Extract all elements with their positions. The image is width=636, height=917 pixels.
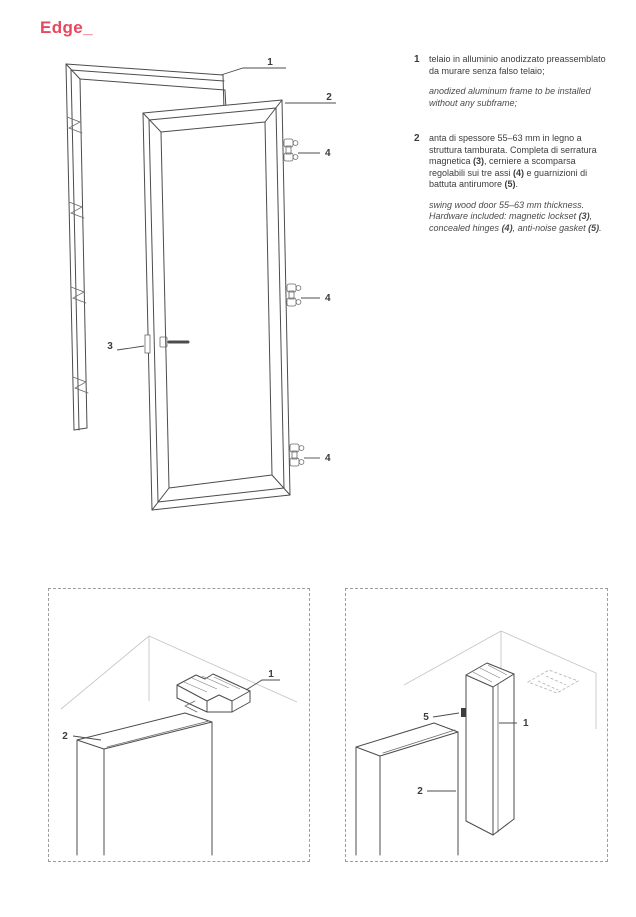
page-title: Edge_ bbox=[40, 18, 94, 37]
callout-door: 2 bbox=[417, 786, 423, 797]
hinge-bottom bbox=[289, 443, 305, 467]
lockset-handle-drawing bbox=[144, 334, 190, 354]
door-assembly-drawing: 1 2 3 4 4 4 bbox=[65, 57, 336, 511]
note-1-text-italian: telaio in alluminio anodizzato preassemb… bbox=[429, 54, 606, 76]
note-2: 2 anta di spessore 55–63 mm in legno a s… bbox=[414, 133, 606, 243]
note-1-text-english: anodized aluminum frame to be installed … bbox=[429, 86, 591, 108]
text-segment: . bbox=[515, 179, 519, 189]
door-leaf-section bbox=[76, 712, 213, 856]
note-2-number: 2 bbox=[414, 133, 420, 144]
callout-hinge-middle: 4 bbox=[325, 293, 331, 304]
text-segment: e guarnizioni di battuta antirumore bbox=[429, 167, 588, 190]
detail-left-box: 2 1 bbox=[48, 588, 310, 862]
note-2-text-english: swing wood door 55–63 mm thickness. Hard… bbox=[429, 200, 606, 235]
wall-anchor-marks bbox=[66, 116, 89, 394]
construction-lines bbox=[60, 635, 298, 710]
detail-right-box: 5 1 2 bbox=[345, 588, 608, 862]
note-1: 1 telaio in alluminio anodizzato preasse… bbox=[414, 54, 606, 118]
detail-left-callouts: 2 1 bbox=[62, 669, 280, 742]
note-1-number: 1 bbox=[414, 54, 420, 65]
bold-ref-5: (5) bbox=[588, 222, 600, 233]
bold-ref-4: (4) bbox=[501, 222, 513, 233]
door-leaf-section bbox=[355, 722, 459, 856]
notes-column: 1 telaio in alluminio anodizzato preasse… bbox=[414, 54, 606, 258]
callout-lock: 3 bbox=[107, 341, 113, 352]
callout-hinge-top: 4 bbox=[325, 148, 331, 159]
counter-profile-ghost bbox=[526, 669, 580, 694]
text-segment: anta di spessore 55–63 mm in legno a str… bbox=[429, 133, 597, 166]
main-callouts: 1 2 3 4 4 4 bbox=[107, 57, 336, 464]
callout-frame: 1 bbox=[268, 669, 274, 680]
frame-profile-vertical bbox=[465, 662, 515, 836]
note-2-text-italian: anta di spessore 55–63 mm in legno a str… bbox=[429, 133, 606, 191]
anti-noise-gasket bbox=[461, 708, 466, 717]
construction-lines bbox=[403, 630, 597, 729]
text-segment: . bbox=[599, 222, 602, 233]
note-1-body: telaio in alluminio anodizzato preassemb… bbox=[429, 54, 606, 118]
text-segment: swing wood door 55–63 mm thickness. Hard… bbox=[429, 199, 585, 222]
callout-frame: 1 bbox=[267, 57, 273, 68]
callout-door: 2 bbox=[326, 92, 332, 103]
detail-right-callouts: 5 1 2 bbox=[417, 712, 529, 797]
text-segment: , concealed hinges bbox=[429, 211, 593, 233]
detail-right-drawing: 5 1 2 bbox=[355, 630, 597, 856]
frame-drawing bbox=[65, 63, 227, 431]
note-2-body: anta di spessore 55–63 mm in legno a str… bbox=[429, 133, 606, 243]
callout-hinge-bottom: 4 bbox=[325, 453, 331, 464]
detail-left-drawing: 2 1 bbox=[60, 635, 298, 856]
callout-gasket: 5 bbox=[423, 712, 429, 723]
hinge-top bbox=[283, 138, 299, 162]
door-panel-drawing bbox=[142, 99, 291, 511]
text-segment: , anti-noise gasket bbox=[512, 222, 589, 233]
bold-ref-3: (3) bbox=[473, 156, 485, 166]
bold-ref-3: (3) bbox=[578, 211, 590, 221]
hinge-middle bbox=[286, 283, 302, 307]
callout-door: 2 bbox=[62, 731, 68, 742]
bold-ref-5: (5) bbox=[504, 179, 516, 189]
callout-frame: 1 bbox=[523, 718, 529, 729]
text-segment: , cerniere a scomparsa regolabili sui tr… bbox=[429, 156, 576, 178]
bold-ref-4: (4) bbox=[513, 167, 525, 178]
frame-profile-section bbox=[176, 673, 251, 713]
